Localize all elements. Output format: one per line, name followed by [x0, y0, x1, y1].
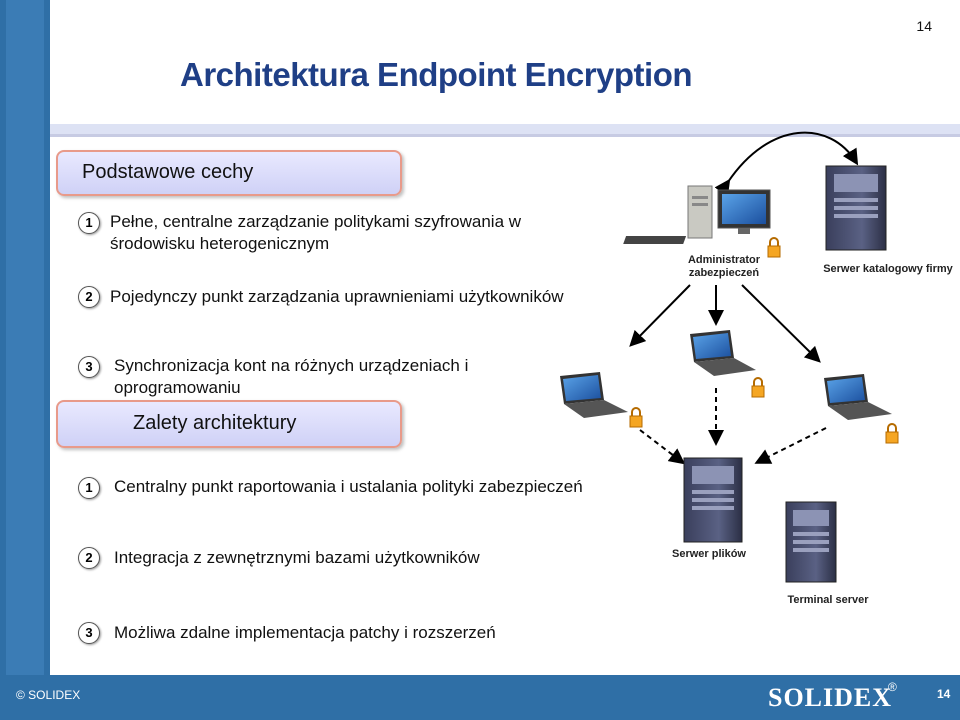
section-features-heading: Podstawowe cechy — [82, 161, 254, 183]
file-server-icon — [683, 457, 743, 543]
terminal-server-icon — [785, 501, 837, 583]
advantage-number-1: 1 — [78, 477, 100, 499]
file-server-label: Serwer plików — [672, 548, 746, 560]
architecture-diagram — [560, 131, 899, 583]
arrow-to-left-laptop — [629, 284, 691, 347]
advantage-item-1: Centralny punkt raportowania i ustalania… — [114, 477, 583, 496]
footer-copyright: © SOLIDEX — [16, 688, 81, 702]
slide-title: Architektura Endpoint Encryption — [180, 56, 693, 93]
admin-lock-icon — [767, 237, 781, 258]
admin-label-line2: zabezpieczeń — [688, 267, 760, 279]
feature-item-2: Pojedynczy punkt zarządzania uprawnienia… — [110, 287, 564, 306]
laptop-left-icon — [560, 372, 628, 418]
left-sidebar-band — [0, 0, 50, 675]
feature-number-1: 1 — [78, 212, 100, 234]
laptop-right-icon — [824, 374, 892, 420]
terminal-server-label: Terminal server — [787, 594, 869, 606]
footer-brand-logo: SOLIDEX — [768, 683, 893, 712]
footer-page-number: 14 — [937, 687, 951, 701]
feature-number-3: 3 — [78, 356, 100, 378]
laptop-center-icon — [690, 330, 756, 376]
feature-number-2: 2 — [78, 286, 100, 308]
feature-item-1: Pełne, centralne zarządzanie politykami … — [110, 212, 522, 253]
directory-server-label: Serwer katalogowy firmy — [823, 263, 953, 275]
footer-bar: © SOLIDEX SOLIDEX ® 14 — [0, 675, 960, 720]
laptop-left-lock-icon — [629, 407, 643, 428]
arrow-to-right-laptop — [741, 284, 821, 363]
section-features-box — [56, 150, 402, 196]
dashed-arrow-left — [639, 429, 686, 465]
dashed-arrow-right — [754, 427, 827, 464]
admin-directory-arrow — [714, 131, 859, 197]
admin-desktop-icon — [623, 185, 771, 244]
footer-registered-mark: ® — [888, 680, 897, 694]
section-advantages-box — [56, 400, 402, 448]
title-divider — [50, 124, 960, 134]
directory-server-icon — [825, 165, 887, 251]
laptop-center-lock-icon — [751, 377, 765, 398]
advantage-item-2: Integracja z zewnętrznymi bazami użytkow… — [114, 548, 480, 567]
slide-number: 14 — [916, 18, 932, 34]
feature-item-3: Synchronizacja kont na różnych urządzeni… — [114, 356, 469, 397]
section-advantages-heading: Zalety architektury — [133, 412, 297, 434]
laptop-right-lock-icon — [885, 423, 899, 444]
title-divider-line — [50, 134, 960, 137]
admin-label: Administrator zabezpieczeń — [676, 254, 772, 280]
sidebar-inner-band — [6, 0, 44, 675]
advantage-number-3: 3 — [78, 622, 100, 644]
advantage-number-2: 2 — [78, 547, 100, 569]
advantage-item-3: Możliwa zdalne implementacja patchy i ro… — [114, 623, 496, 642]
admin-label-line1: Administrator — [687, 254, 761, 266]
